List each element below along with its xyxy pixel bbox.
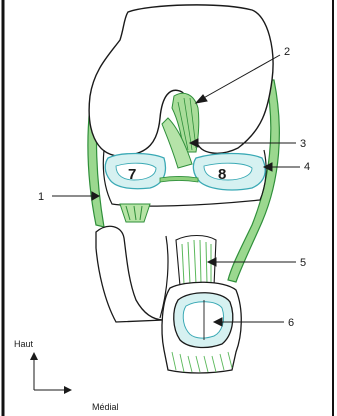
label-7: 7 bbox=[128, 166, 136, 183]
orientation-indicator: Haut Médial bbox=[14, 339, 119, 412]
label-4: 4 bbox=[304, 161, 310, 173]
fibula bbox=[96, 226, 164, 322]
transverse-ligament bbox=[160, 177, 198, 183]
label-3: 3 bbox=[300, 138, 306, 150]
label-2: 2 bbox=[284, 46, 290, 58]
anterolateral-ligament-stub bbox=[120, 204, 150, 222]
orientation-up-label: Haut bbox=[14, 339, 34, 349]
orientation-right-label: Médial bbox=[92, 402, 119, 412]
orientation-right-arrow bbox=[64, 386, 72, 394]
label-6: 6 bbox=[288, 317, 294, 329]
label-1: 1 bbox=[38, 191, 44, 203]
label-5: 5 bbox=[300, 257, 306, 269]
orientation-up-arrow bbox=[30, 352, 38, 360]
label-8: 8 bbox=[218, 166, 226, 183]
